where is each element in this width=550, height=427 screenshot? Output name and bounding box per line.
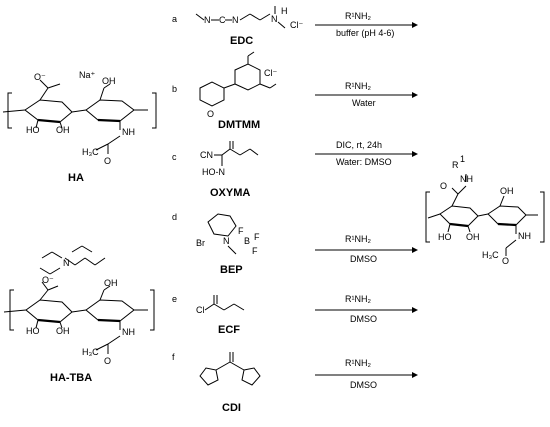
product-nh2: NH: [518, 231, 531, 241]
product-ho: HO: [438, 232, 452, 242]
ha-tba-ho-label: HO: [26, 326, 40, 336]
reagent-edc: a N C N N H Cl⁻ EDC: [172, 6, 303, 47]
reagent-oxyma: c CN HO‑N OXYMA: [172, 141, 259, 199]
letter-c: c: [172, 152, 177, 162]
edc-name: EDC: [230, 35, 253, 47]
product-o2: O: [502, 256, 509, 266]
ha-name: HA: [68, 172, 84, 184]
ha-tba-coo-label: O⁻: [42, 275, 54, 285]
arrow-d-bottom: DMSO: [350, 254, 377, 264]
ha-nh-label: NH: [122, 127, 135, 137]
dmtmm-o: O: [207, 109, 214, 119]
product-r-sup: 1: [460, 154, 465, 164]
bep-name: BEP: [220, 264, 243, 276]
arrow-c-top: DIC, rt, 24h: [336, 140, 382, 150]
arrow-c-head: [412, 151, 418, 157]
arrow-f-top: R¹NH₂: [345, 358, 371, 368]
ha-oh-label: OH: [102, 76, 116, 86]
ha-structure: O⁻ Na⁺ OH HO OH NH H₃C O HA: [2, 70, 157, 184]
ha-coo-label: O⁻: [34, 72, 46, 82]
letter-d: d: [172, 212, 177, 222]
ecf-name: ECF: [218, 324, 240, 336]
arrow-d-top: R¹NH₂: [345, 234, 371, 244]
arrow-a-bottom: buffer (pH 4-6): [336, 28, 394, 38]
ecf-cl: Cl: [196, 305, 205, 315]
bep-f1: F: [238, 226, 244, 236]
arrow-c-bottom: Water: DMSO: [336, 157, 392, 167]
product-structure: R 1 NH O OH HO OH NH H₃C O: [425, 154, 545, 266]
edc-cl: Cl⁻: [290, 20, 303, 30]
cdi-name: CDI: [222, 402, 241, 414]
letter-f: f: [172, 352, 175, 362]
oxyma-name: OXYMA: [210, 187, 250, 199]
product-nh: NH: [460, 174, 473, 184]
ha-o-label: O: [104, 156, 111, 166]
dmtmm-cl: Cl⁻: [264, 68, 277, 78]
reagent-dmtmm: b Cl⁻ O DMTMM: [172, 51, 277, 131]
tba-n-label: N: [63, 258, 70, 268]
ha-tba-oh-label: OH: [104, 278, 118, 288]
dmtmm-name: DMTMM: [218, 119, 260, 131]
oxyma-cn: CN: [200, 150, 213, 160]
letter-a: a: [172, 14, 177, 24]
ha-tba-nh-label: NH: [122, 327, 135, 337]
arrow-e-head: [412, 307, 418, 313]
product-oh: OH: [500, 186, 514, 196]
ha-tba-oh2-label: OH: [56, 326, 70, 336]
product-r: R: [452, 160, 459, 170]
product-o: O: [440, 181, 447, 191]
bep-br: Br: [196, 238, 205, 248]
ha-counterion: Na⁺: [79, 70, 96, 80]
arrow-a-head: [412, 22, 418, 28]
letter-e: e: [172, 294, 177, 304]
arrow-e-bottom: DMSO: [350, 314, 377, 324]
ha-tba-ac-label: H₃C: [82, 347, 99, 357]
oxyma-hon: HO‑N: [202, 167, 225, 177]
product-ac: H₃C: [482, 250, 499, 260]
ha-tba-name: HA-TBA: [50, 372, 92, 384]
arrow-d-head: [412, 247, 418, 253]
edc-n3: N: [271, 14, 278, 24]
ha-tba-o-label: O: [104, 356, 111, 366]
edc-n2: N: [232, 15, 239, 25]
arrow-e-top: R¹NH₂: [345, 294, 371, 304]
ha-oh2-label: OH: [56, 125, 70, 135]
ha-ho-label: HO: [26, 125, 40, 135]
arrow-f-bottom: DMSO: [350, 380, 377, 390]
ha-ac-label: H₃C: [82, 147, 99, 157]
arrow-b-top: R¹NH₂: [345, 81, 371, 91]
reagent-bep: d Br N F B F F BEP: [172, 212, 260, 276]
bep-b: B: [244, 236, 250, 246]
edc-n1: N: [204, 15, 211, 25]
reagent-ecf: e Cl ECF: [172, 294, 245, 336]
bep-n: N: [223, 236, 230, 246]
arrow-b-head: [412, 92, 418, 98]
bep-f3: F: [252, 246, 258, 256]
edc-h: H: [281, 6, 288, 16]
arrow-b-bottom: Water: [352, 98, 376, 108]
product-oh2: OH: [466, 232, 480, 242]
ha-tba-structure: N O⁻ OH HO OH NH H₃C O HA-TBA: [3, 245, 155, 384]
bep-f2: F: [254, 232, 260, 242]
reagent-cdi: f CDI: [172, 352, 261, 414]
edc-c: C: [219, 15, 226, 25]
arrow-f-head: [412, 372, 418, 378]
arrow-a-top: R¹NH₂: [345, 11, 371, 21]
reaction-arrows: R¹NH₂ buffer (pH 4-6) R¹NH₂ Water DIC, r…: [315, 11, 418, 390]
letter-b: b: [172, 84, 177, 94]
